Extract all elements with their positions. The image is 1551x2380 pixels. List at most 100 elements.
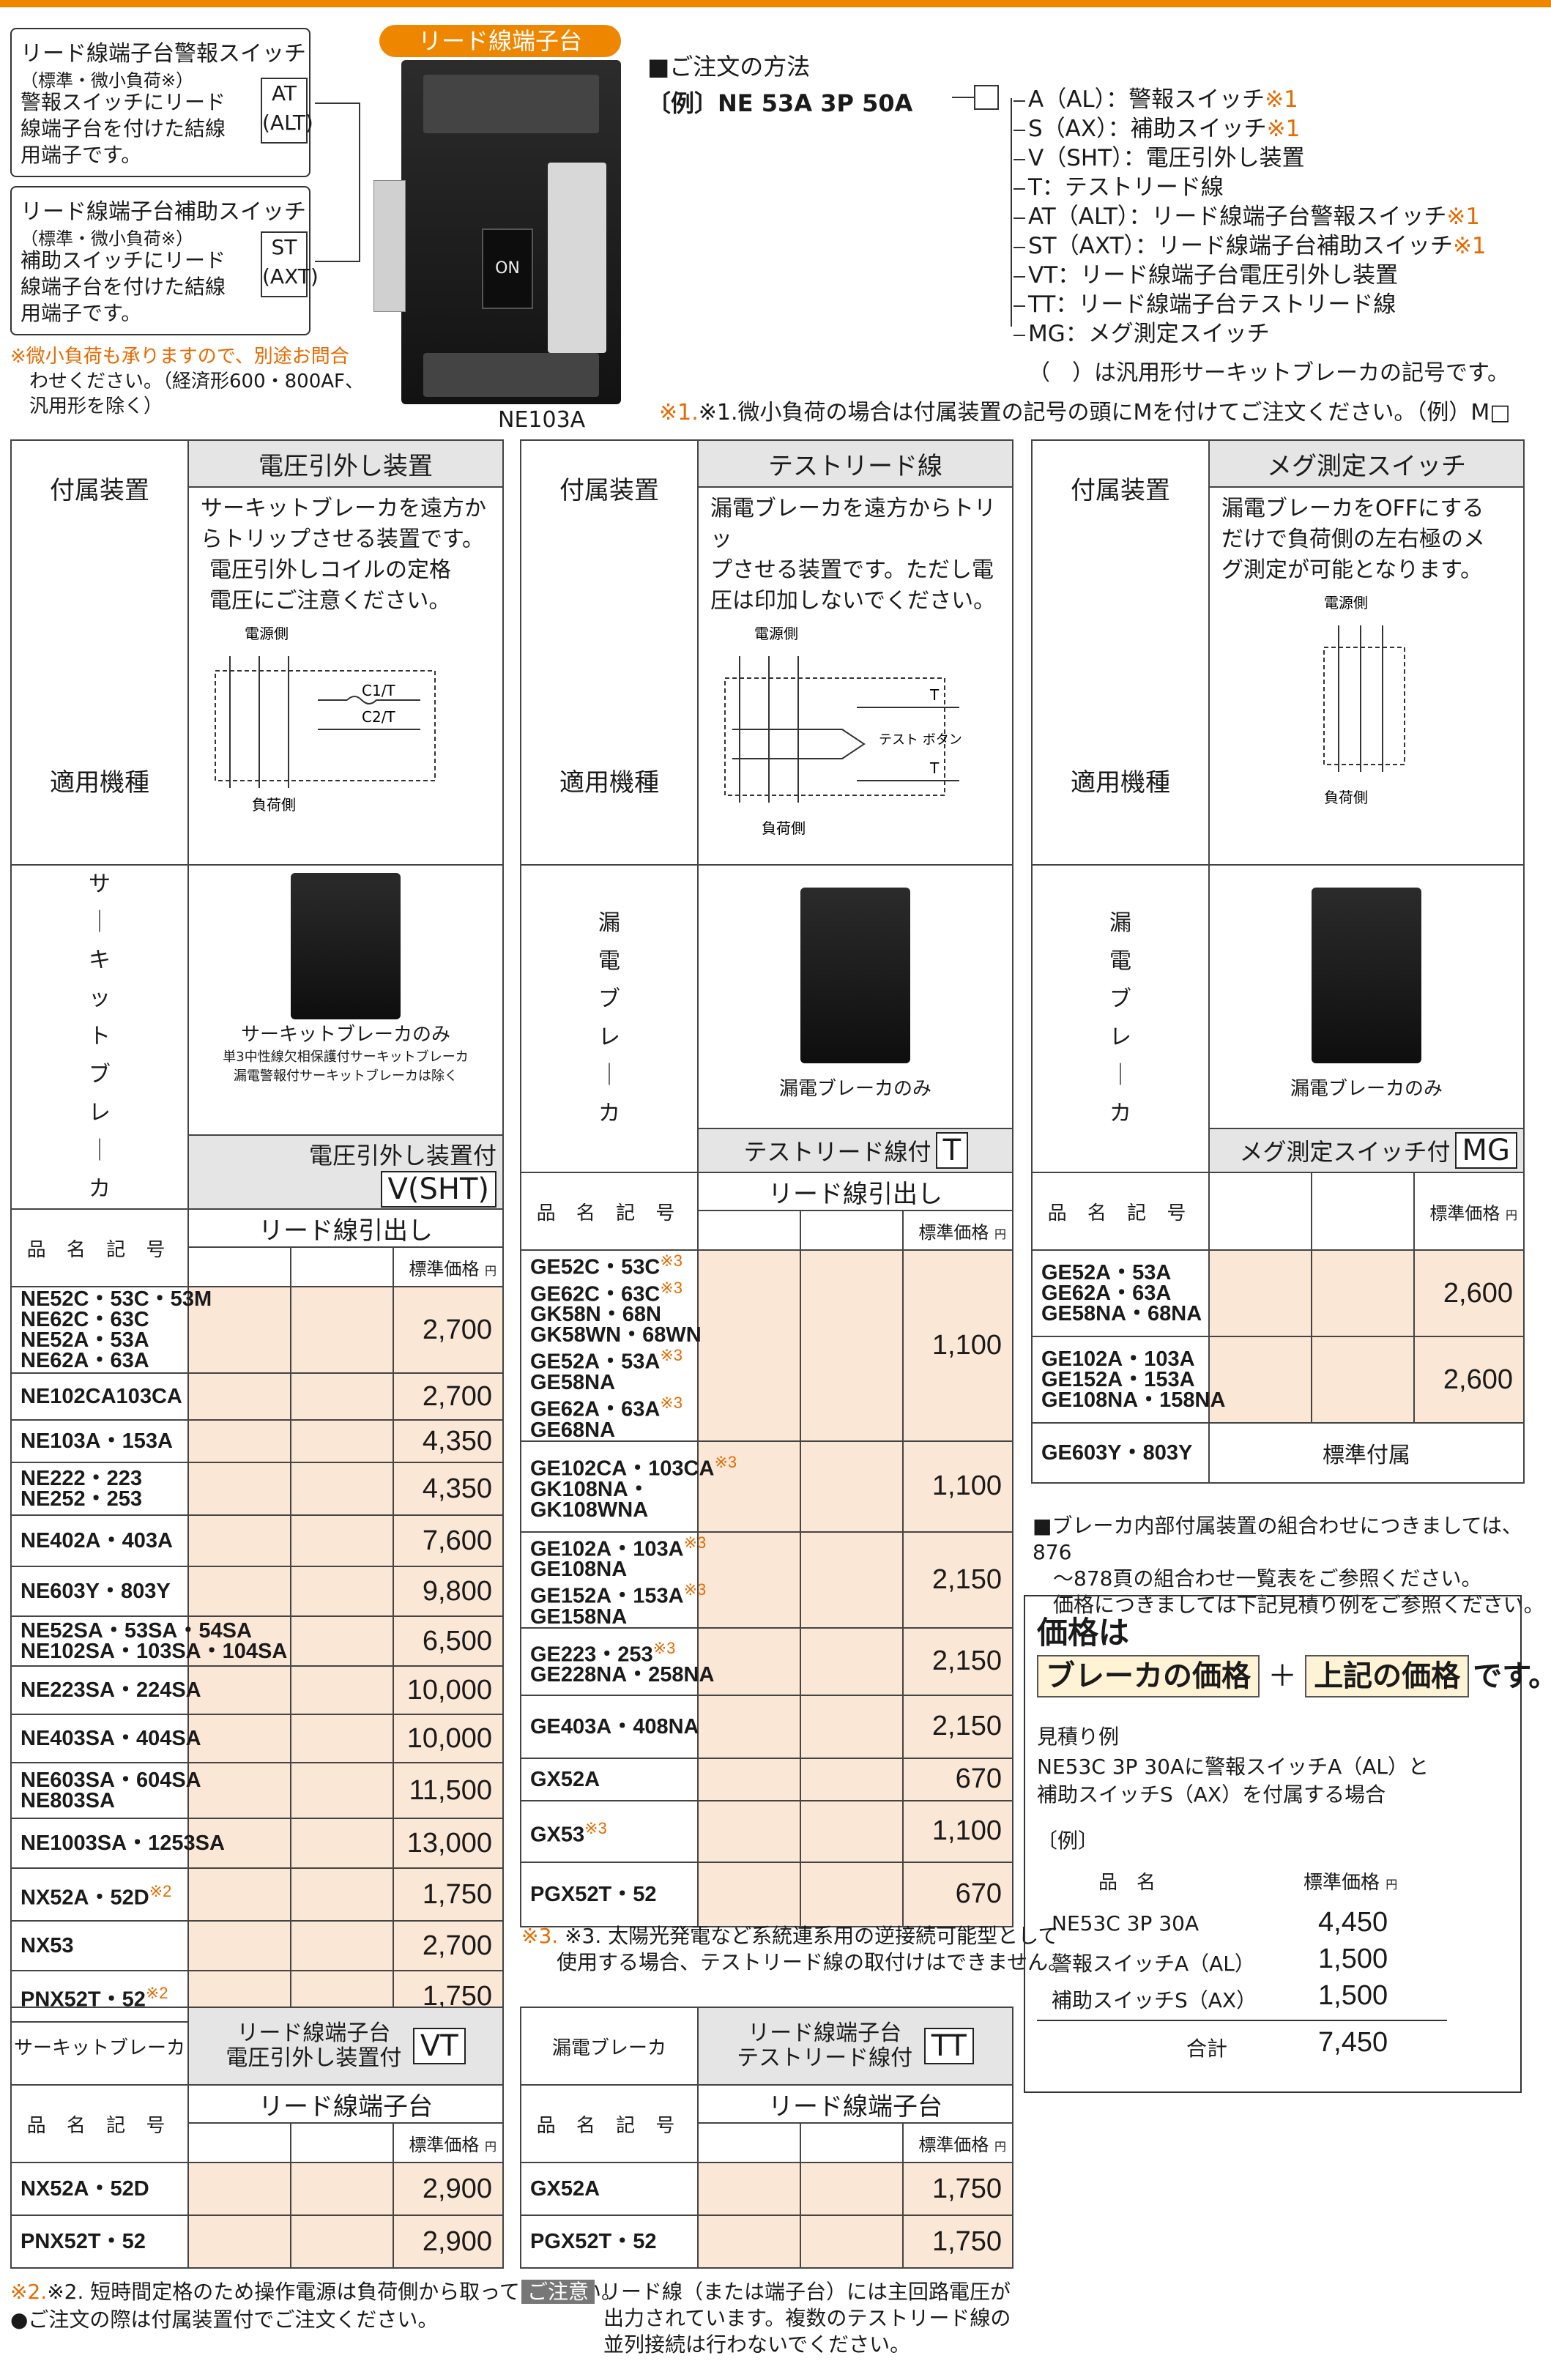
table-row-model: GE603Y・803Y <box>1031 1422 1210 1484</box>
estimate-title: 見積り例 <box>1037 1725 1120 1749</box>
device-name: 電圧引外し装置 <box>187 439 504 488</box>
breaker-photo-cell: 漏電ブレーカのみ <box>697 864 1013 1129</box>
order-tree-line <box>1011 98 1012 327</box>
st-sub: （標準・微小負荷※） <box>21 228 194 249</box>
category-vertical: サ｜キットブレ｜カ <box>10 864 189 1210</box>
estimate-item-price: 1,500 <box>1318 1980 1388 2011</box>
model-note: ※3 <box>683 1533 707 1552</box>
svg-text:テスト ボタン: テスト ボタン <box>879 732 962 748</box>
order-option: TT：リード線端子台テストリード線 <box>1013 290 1487 319</box>
table-row-price: 670 <box>902 1757 1013 1801</box>
photo-caption: NE103A <box>498 407 586 433</box>
note-3: ※3. ※3. 太陽光発電など系統連系用の逆接続可能型として 使用する場合、テス… <box>521 1924 1069 1974</box>
order-option-text: ST（AXT）：リード線端子台補助スイッチ <box>1028 233 1453 259</box>
at-connector <box>315 103 359 104</box>
order-option-text: S（AX）：補助スイッチ <box>1028 116 1267 142</box>
table-row-model: NE603Y・803Y <box>10 1566 189 1617</box>
model-note: ※3 <box>652 1638 676 1657</box>
breaker-photo-cell: 漏電ブレーカのみ <box>1208 864 1525 1129</box>
order-option-note: ※1 <box>1266 116 1301 142</box>
lead-terminal-header: リード線端子台 <box>696 2084 1014 2124</box>
svg-text:C1/T: C1/T <box>362 682 395 699</box>
order-option-text: V（SHT）：電圧引外し装置 <box>1028 145 1305 171</box>
tt-type-label: リード線端子台テストリード線付 TT <box>696 2007 1014 2086</box>
model-note: ※3 <box>714 1453 737 1472</box>
price-header: 標準価格 円 <box>393 2122 504 2163</box>
lead-terminal-tag: リード線端子台 <box>379 25 621 57</box>
model-note: ※3 <box>584 1818 607 1837</box>
photo-caption: 漏電ブレーカのみ <box>778 1078 931 1100</box>
order-heading: ■ご注文の方法 <box>647 53 811 81</box>
table-row-price: 2,600 <box>1413 1336 1525 1424</box>
svg-text:負荷側: 負荷側 <box>762 819 806 837</box>
category-vertical: 漏電ブレ｜カ <box>520 864 699 1173</box>
table-row-price: 2,150 <box>902 1694 1013 1759</box>
order-option: AT（ALT）：リード線端子台警報スイッチ※1 <box>1013 202 1487 231</box>
price-header: 標準価格 円 <box>901 2122 1014 2163</box>
order-connector <box>952 97 974 98</box>
photo-note-1: 単3中性線欠相保護付サーキットブレーカ <box>223 1049 469 1065</box>
product-photo <box>291 873 401 1019</box>
accessory-label: 付属装置適用機種 <box>1031 439 1210 866</box>
table-row-model: NX52A・52D※2 <box>10 1867 189 1922</box>
table-row-price: 9,800 <box>393 1566 504 1617</box>
order-option-note: ※1 <box>1446 204 1481 230</box>
st-title: リード線端子台補助スイッチ <box>21 199 306 225</box>
table-meg-switch: 付属装置適用機種 メグ測定スイッチ 漏電ブレーカをOFFにするだけで負荷側の左右… <box>1031 439 1525 1484</box>
table-tt: 漏電ブレーカ リード線端子台テストリード線付 TT 品 名 記 号 リード線端子… <box>520 2007 1014 2269</box>
test-lead-diagram: 電源側 テスト ボタン T T 負荷側 <box>724 625 962 837</box>
price-header: 標準価格 円 <box>393 1246 504 1287</box>
total-label: 合計 <box>1186 2037 1228 2061</box>
order-option-text: AT（ALT）：リード線端子台警報スイッチ <box>1028 204 1447 230</box>
at-title: リード線端子台警報スイッチ <box>21 41 306 67</box>
table-row-model: NE1003SA・1253SA <box>10 1818 225 1869</box>
breaker-price-label: ブレーカの価格 <box>1037 1655 1260 1697</box>
model-note: ※2 <box>145 1983 168 2002</box>
order-option: T：テストリード線 <box>1013 173 1487 202</box>
breaker-photo: ON <box>401 60 621 404</box>
table-test-lead: 付属装置適用機種 テストリード線 漏電ブレーカを遠方からトリップさせる装置です。… <box>520 439 1013 1927</box>
vt-type-label: リード線端子台電圧引外し装置付 VT <box>187 2007 504 2086</box>
device-name: メグ測定スイッチ <box>1208 439 1525 488</box>
estimate-row: 補助スイッチS（AX）1,500 <box>1037 1977 1447 2014</box>
above-price-label: 上記の価格 <box>1305 1655 1470 1697</box>
model-note: ※3 <box>660 1278 682 1297</box>
price-suffix: です。 <box>1473 1659 1551 1693</box>
lead-terminal-header: リード線端子台 <box>187 2084 504 2124</box>
estimate-item-price: 1,500 <box>1318 1944 1388 1974</box>
st-connector <box>315 261 359 262</box>
svg-text:C2/T: C2/T <box>362 708 395 726</box>
estimate-item-name: 警報スイッチA（AL） <box>1052 1952 1255 1976</box>
device-name: テストリード線 <box>697 439 1013 488</box>
table-row-price: 2,700 <box>393 1286 504 1374</box>
tt-category: 漏電ブレーカ <box>520 2007 699 2086</box>
total-rule <box>1037 2020 1447 2021</box>
table-row-price: 2,150 <box>902 1626 1013 1696</box>
breaker-photo-cell: サーキットブレーカのみ 単3中性線欠相保護付サーキットブレーカ 漏電警報付サーキ… <box>187 863 504 1137</box>
product-photo <box>800 888 910 1063</box>
header-accent-bar <box>0 0 1551 7</box>
st-code-box: ST(AXT) <box>261 231 319 297</box>
voltage-trip-diagram: 電源側 C1/T C2/T 負荷側 <box>215 625 436 814</box>
table-row-price: 1,750 <box>393 1867 504 1922</box>
model-note: ※3 <box>683 1580 707 1599</box>
estimate-item-name: NE53C 3P 30A <box>1052 1911 1199 1935</box>
table-row-price: 標準付属 <box>1208 1422 1525 1484</box>
accessory-label: 付属装置適用機種 <box>10 439 189 866</box>
table-row-price: 6,500 <box>393 1615 504 1667</box>
table-row-price: 1,750 <box>901 2214 1014 2269</box>
at-option-box: リード線端子台警報スイッチ （標準・微小負荷※） 警報スイッチにリード線端子台を… <box>10 28 313 177</box>
table-row-model: NX53 <box>10 1920 189 1971</box>
product-photo <box>1312 888 1421 1063</box>
lead-out-header: リード線引出し <box>697 1172 1013 1211</box>
model-header: 品 名 記 号 <box>1031 1172 1210 1251</box>
photo-caption: サーキットブレーカのみ <box>240 1024 450 1046</box>
table-row-price: 670 <box>902 1861 1013 1927</box>
model-header: 品 名 記 号 <box>10 1208 189 1287</box>
svg-text:電源側: 電源側 <box>1324 596 1368 611</box>
st-body: 補助スイッチにリード線端子台を付けた結線用端子です。 <box>21 248 226 325</box>
